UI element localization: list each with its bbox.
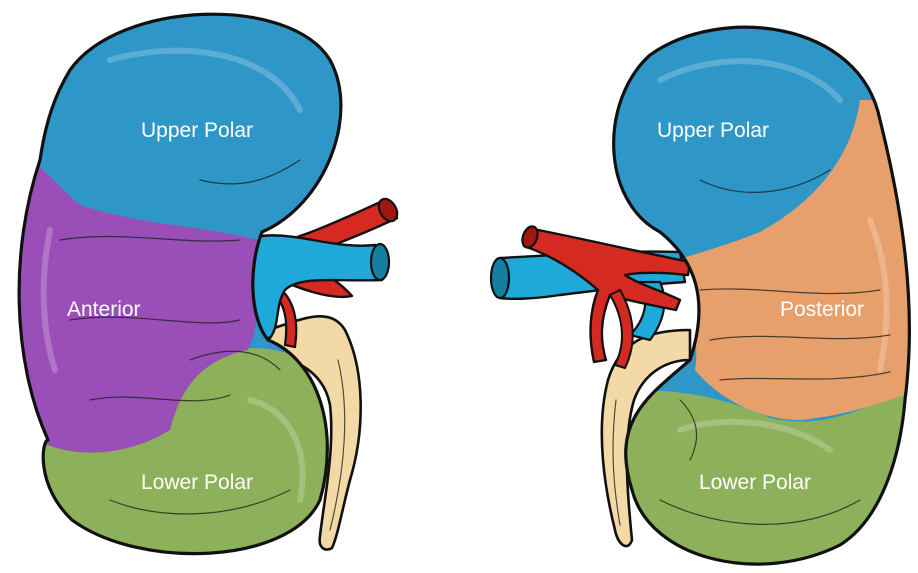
right-lower-polar-label: Lower Polar — [699, 471, 811, 494]
right-kidney: Upper Polar Posterior Lower Polar — [491, 0, 918, 573]
right-upper-polar-label: Upper Polar — [657, 119, 769, 142]
left-lower-polar-label: Lower Polar — [141, 471, 253, 494]
left-anterior-label: Anterior — [67, 298, 141, 321]
left-kidney: Upper Polar Anterior Lower Polar — [0, 0, 401, 573]
left-upper-polar-label: Upper Polar — [141, 119, 253, 142]
right-posterior-label: Posterior — [780, 298, 864, 321]
